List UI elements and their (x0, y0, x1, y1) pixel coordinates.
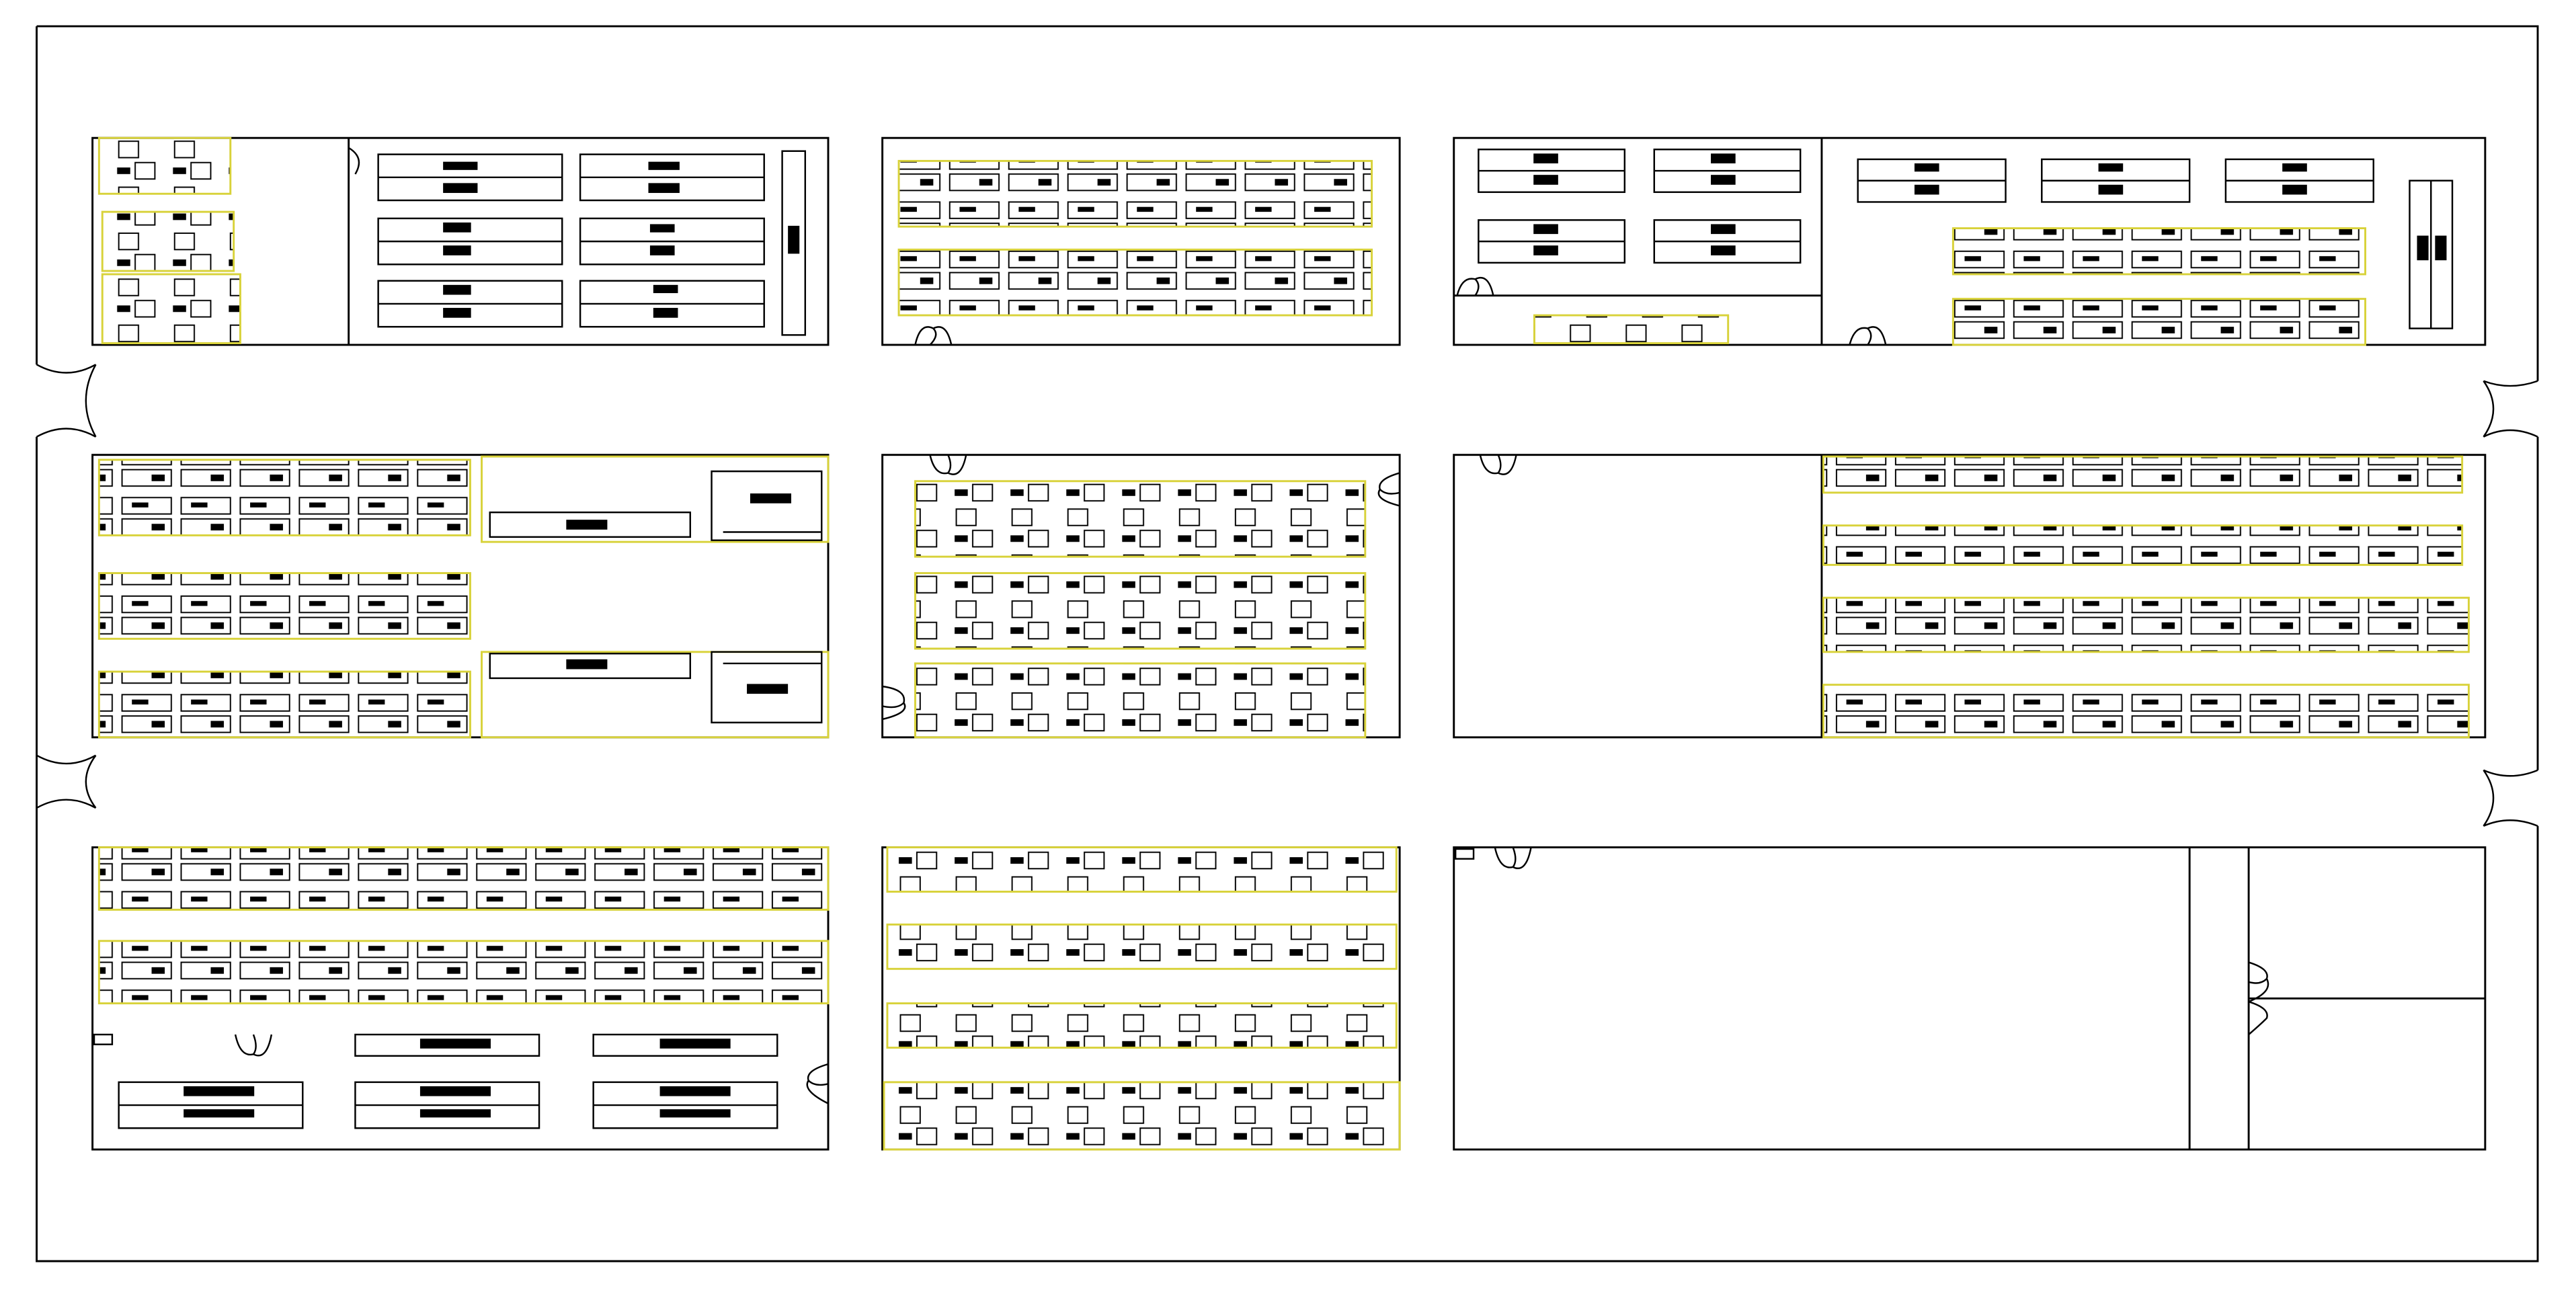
room-bottom-right-partitions (2188, 847, 2485, 1150)
room-top-left-wall (91, 136, 830, 346)
room-bottom-center (881, 846, 1401, 1151)
bench-block-2 (97, 572, 471, 640)
room-bottom-left-doors (234, 1034, 829, 1104)
small-cabinet (93, 1033, 114, 1045)
cubicle-cluster-c (101, 273, 241, 345)
entrance-doors (36, 364, 2538, 827)
room-top-left (91, 136, 830, 346)
bench-block-5 (97, 940, 830, 1005)
workstation-bank-1 (1822, 455, 2464, 494)
room-middle-left (91, 454, 830, 739)
room-top-right (1453, 136, 2487, 346)
room-middle-right (1453, 454, 2487, 739)
room-middle-right-door (1479, 454, 1517, 475)
room-bottom-right (1453, 846, 2487, 1151)
lab-equipment (489, 470, 823, 724)
bench-block-1 (97, 458, 471, 536)
bench-block-4 (97, 846, 830, 911)
cubicle-cluster-b (101, 210, 235, 272)
workstation-bank-2 (1822, 524, 2464, 566)
door-right-upper (2483, 380, 2538, 438)
room-top-middle-door (914, 326, 953, 346)
seating-row-3 (914, 662, 1367, 739)
room-top-middle-wall (881, 136, 1401, 346)
lab-area-upper (481, 455, 830, 543)
terminal-row-1 (886, 846, 1398, 893)
door-left-lower (36, 754, 97, 809)
workstation-strip-a (1533, 314, 1730, 345)
room-middle-center (881, 454, 1401, 739)
workstation-bank-3 (1822, 596, 2470, 653)
table-group-top-left (377, 150, 807, 336)
seating-row-2 (914, 572, 1367, 650)
desk-row-1 (897, 159, 1373, 228)
room-middle-center-doors (882, 454, 1400, 721)
terminal-row-3 (886, 1002, 1398, 1049)
room-top-right-partition (1453, 138, 1823, 346)
workstation-strip-c (1951, 298, 2367, 346)
workstation-bank-4 (1822, 684, 2470, 739)
table-group-bottom-left (118, 1033, 778, 1129)
desk-row-2 (897, 248, 1373, 317)
room-bottom-right-doors (1494, 847, 2269, 1035)
partition-door (348, 147, 360, 175)
workstation-strip-b (1951, 227, 2367, 276)
small-cabinet-right (1454, 848, 1475, 860)
seating-row-1 (914, 480, 1367, 558)
room-top-middle (881, 136, 1401, 346)
door-right-lower (2483, 769, 2538, 827)
bench-block-3 (97, 670, 471, 739)
room-bottom-left (91, 846, 830, 1151)
door-left-upper (36, 364, 97, 438)
terminal-row-4 (883, 1081, 1401, 1151)
cubicle-cluster-a (97, 136, 232, 195)
table-group-top-right (1478, 149, 2454, 329)
room-top-right-doors (1456, 276, 1887, 346)
lab-area-lower (481, 651, 830, 739)
terminal-row-2 (886, 923, 1398, 970)
building-outer-wall (36, 25, 2539, 1262)
